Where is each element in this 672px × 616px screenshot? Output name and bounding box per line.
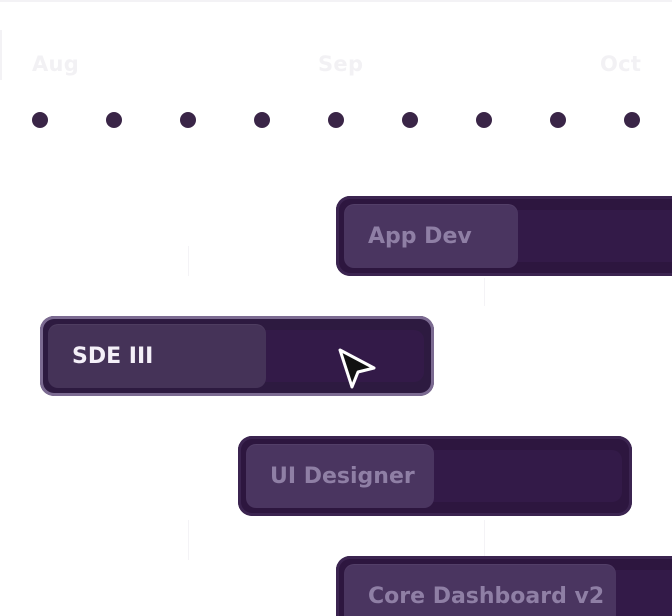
- timeline-dot: [402, 112, 418, 128]
- timeline-top-rule: [0, 0, 672, 2]
- timeline-dot: [328, 112, 344, 128]
- arrow-cursor-icon: [338, 348, 376, 389]
- gantt-bar-label: Core Dashboard v2: [368, 583, 605, 609]
- timeline-dot: [476, 112, 492, 128]
- timeline-dot: [254, 112, 270, 128]
- timeline-gridline: [188, 246, 189, 276]
- timeline-dot: [180, 112, 196, 128]
- month-label-oct: Oct: [600, 52, 642, 76]
- timeline-dot: [32, 112, 48, 128]
- gantt-bar-label-pill: [48, 324, 266, 388]
- timeline-left-tick: [0, 30, 2, 80]
- timeline-gridline: [484, 520, 485, 560]
- timeline-dot: [624, 112, 640, 128]
- timeline-gridline: [484, 278, 485, 306]
- timeline-dot: [550, 112, 566, 128]
- gantt-bar-label-pill: [344, 564, 616, 616]
- gantt-bar-label-pill: [344, 204, 518, 268]
- timeline-dot: [106, 112, 122, 128]
- gantt-bar-sde-iii[interactable]: SDE III: [40, 316, 434, 396]
- month-label-sep: Sep: [318, 52, 364, 76]
- gantt-bar-label-pill: [246, 444, 434, 508]
- gantt-bar-core-dashboard-v2[interactable]: Core Dashboard v2: [336, 556, 672, 616]
- gantt-bar-app-dev[interactable]: App Dev: [336, 196, 672, 276]
- gantt-bar-label: App Dev: [368, 223, 472, 249]
- gantt-bar-label: SDE III: [72, 343, 154, 369]
- timeline-gridline: [188, 520, 189, 560]
- gantt-bar-ui-designer[interactable]: UI Designer: [238, 436, 632, 516]
- gantt-bar-label: UI Designer: [270, 463, 415, 489]
- month-label-aug: Aug: [32, 52, 80, 76]
